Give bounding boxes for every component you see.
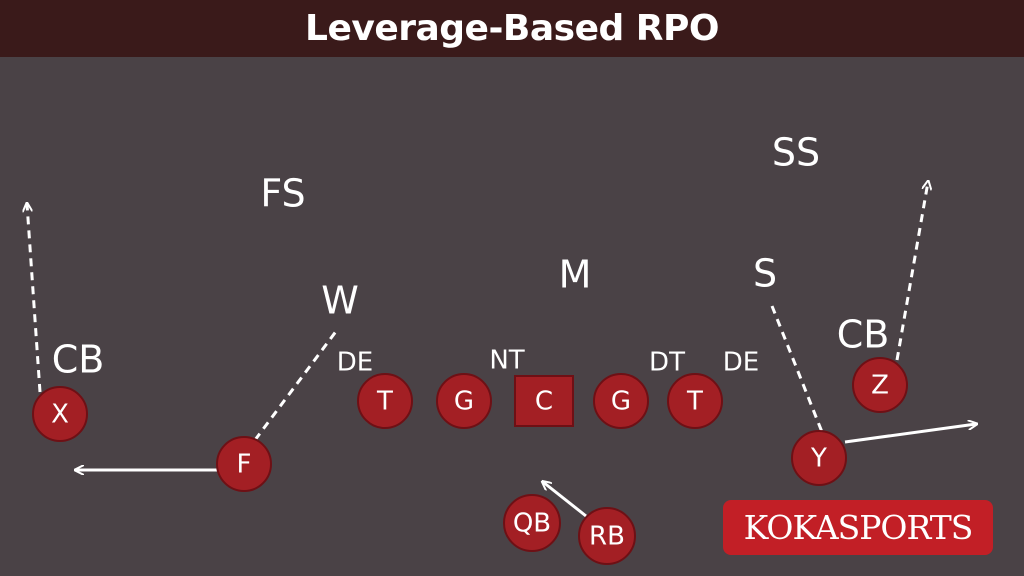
player-f: F: [216, 436, 272, 492]
will-linebacker-label: W: [321, 279, 359, 323]
defensive-tackle-label: DT: [649, 348, 685, 378]
cornerback-left-label: CB: [52, 338, 105, 382]
player-left-tackle: T: [357, 373, 413, 429]
left-tackle-marker: [357, 373, 413, 429]
player-right-tackle: T: [667, 373, 723, 429]
free-safety-label: FS: [260, 172, 305, 216]
quarterback-marker: [503, 494, 561, 552]
player-center: C: [514, 375, 574, 427]
player-z-marker: [852, 357, 908, 413]
player-left-guard: G: [436, 373, 492, 429]
left-tackle-label: T: [376, 387, 393, 417]
player-f-marker: [216, 436, 272, 492]
y-route: [844, 424, 976, 444]
diagram-title: Leverage-Based RPO: [305, 8, 720, 49]
player-z: Z: [852, 357, 908, 413]
right-guard-label: G: [611, 387, 631, 417]
right-guard-marker: [593, 373, 649, 429]
player-y-label: Y: [810, 444, 827, 474]
center-marker: [514, 375, 574, 427]
center-label: C: [535, 387, 553, 417]
nose-tackle-label: NT: [489, 346, 524, 376]
player-x: X: [32, 386, 88, 442]
quarterback-label: QB: [513, 509, 551, 539]
brand-logo: KOKASPORTS: [723, 500, 993, 555]
right-tackle-marker: [667, 373, 723, 429]
player-z-label: Z: [871, 371, 889, 401]
y-to-s-read-line: [770, 305, 824, 433]
player-qb: QB: [503, 494, 561, 552]
z-route: [895, 182, 928, 361]
right-tackle-label: T: [686, 387, 703, 417]
player-x-label: X: [51, 400, 69, 430]
x-route: [27, 204, 42, 393]
player-right-guard: G: [593, 373, 649, 429]
strong-safety-label: SS: [772, 131, 820, 175]
running-back-marker: [578, 507, 636, 565]
player-x-marker: [32, 386, 88, 442]
defensive-end-left-label: DE: [337, 348, 373, 378]
left-guard-marker: [436, 373, 492, 429]
player-f-label: F: [237, 450, 252, 480]
player-y-marker: [791, 430, 847, 486]
mike-linebacker-label: M: [559, 253, 592, 297]
cornerback-right-label: CB: [837, 313, 890, 357]
sam-linebacker-label: S: [753, 252, 777, 296]
defensive-end-right-label: DE: [723, 348, 759, 378]
left-guard-label: G: [454, 387, 474, 417]
player-rb: RB: [578, 507, 636, 565]
title-bar: Leverage-Based RPO: [0, 0, 1024, 57]
f-to-w-read-line: [253, 329, 339, 441]
brand-logo-text: KOKASPORTS: [743, 508, 974, 547]
player-y: Y: [791, 430, 847, 486]
running-back-label: RB: [589, 522, 625, 552]
rb-mesh-route: [543, 482, 587, 518]
